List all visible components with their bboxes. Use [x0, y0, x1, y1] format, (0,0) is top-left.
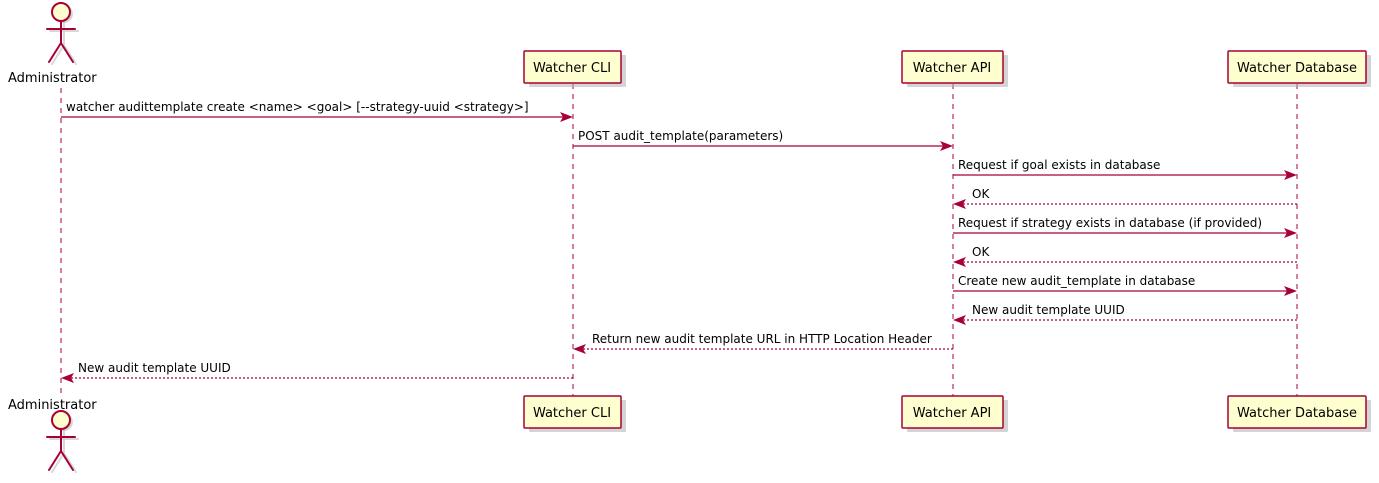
participant-box-watcher-cli-bottom[interactable]: Watcher CLI	[523, 395, 626, 432]
actor-leg-left-icon	[48, 450, 62, 471]
participant-label-watcher-api: Watcher API	[913, 406, 992, 421]
actor-leg-right-icon	[60, 450, 74, 471]
participant-label-watcher-database: Watcher Database	[1237, 406, 1357, 421]
participant-label-watcher-cli: Watcher CLI	[533, 61, 611, 76]
message-label: Create new audit_template in database	[958, 274, 1195, 288]
message-arrow[interactable]: Return new audit template URL in HTTP Lo…	[573, 332, 953, 354]
participant-box-watcher-database-top[interactable]: Watcher Database	[1227, 50, 1371, 87]
arrowhead-left-icon	[573, 344, 586, 354]
participant-box-watcher-database-bottom[interactable]: Watcher Database	[1227, 395, 1371, 432]
message-label: POST audit_template(parameters)	[578, 129, 783, 143]
message-arrow[interactable]: Request if goal exists in database	[953, 158, 1297, 180]
participant-label-watcher-cli: Watcher CLI	[533, 406, 611, 421]
message-label: New audit template UUID	[972, 303, 1125, 317]
box-fill	[901, 395, 1004, 429]
actor-leg-left-icon	[48, 42, 62, 63]
box-fill	[1227, 395, 1367, 429]
box-fill	[523, 50, 622, 84]
arrowhead-left-icon	[953, 199, 966, 209]
message-label: Return new audit template URL in HTTP Lo…	[592, 332, 932, 346]
arrowhead-right-icon	[940, 141, 953, 151]
box-fill	[901, 50, 1004, 84]
message-arrow[interactable]: New audit template UUID	[61, 361, 573, 383]
message-label: Request if goal exists in database	[958, 158, 1160, 172]
arrowhead-left-icon	[61, 373, 74, 383]
participant-label-watcher-api: Watcher API	[913, 61, 992, 76]
arrowhead-right-icon	[1284, 286, 1297, 296]
participant-label-watcher-database: Watcher Database	[1237, 61, 1357, 76]
actor-label-administrator-top: Administrator	[8, 71, 97, 86]
participant-box-watcher-cli-top[interactable]: Watcher CLI	[523, 50, 626, 87]
message-arrow[interactable]: Create new audit_template in database	[953, 274, 1297, 296]
message-arrow[interactable]: OK	[953, 187, 1297, 209]
message-label: Request if strategy exists in database (…	[958, 216, 1262, 230]
actor-leg-right-icon	[60, 42, 74, 63]
arrowhead-right-icon	[560, 112, 573, 122]
message-arrow[interactable]: New audit template UUID	[953, 303, 1297, 325]
actor-head-icon	[51, 410, 71, 430]
arrowhead-right-icon	[1284, 228, 1297, 238]
box-fill	[523, 395, 622, 429]
message-arrow[interactable]: watcher audittemplate create <name> <goa…	[61, 100, 573, 122]
participant-box-watcher-api-top[interactable]: Watcher API	[901, 50, 1008, 87]
arrowhead-right-icon	[1284, 170, 1297, 180]
box-fill	[1227, 50, 1367, 84]
actor-administrator-bottom[interactable]: Administrator	[8, 398, 97, 473]
actor-head-icon	[51, 2, 71, 22]
message-label: OK	[972, 245, 990, 259]
message-label: New audit template UUID	[78, 361, 231, 375]
actor-administrator-top[interactable]: Administrator	[8, 2, 97, 86]
message-label: OK	[972, 187, 990, 201]
actor-label-administrator-bottom: Administrator	[8, 398, 97, 413]
arrowhead-left-icon	[953, 257, 966, 267]
participant-box-watcher-api-bottom[interactable]: Watcher API	[901, 395, 1008, 432]
message-arrow[interactable]: Request if strategy exists in database (…	[953, 216, 1297, 238]
lifelines-layer	[60, 84, 1298, 396]
message-arrow[interactable]: POST audit_template(parameters)	[573, 129, 953, 151]
message-label: watcher audittemplate create <name> <goa…	[66, 100, 529, 114]
message-arrow[interactable]: OK	[953, 245, 1297, 267]
arrowhead-left-icon	[953, 315, 966, 325]
